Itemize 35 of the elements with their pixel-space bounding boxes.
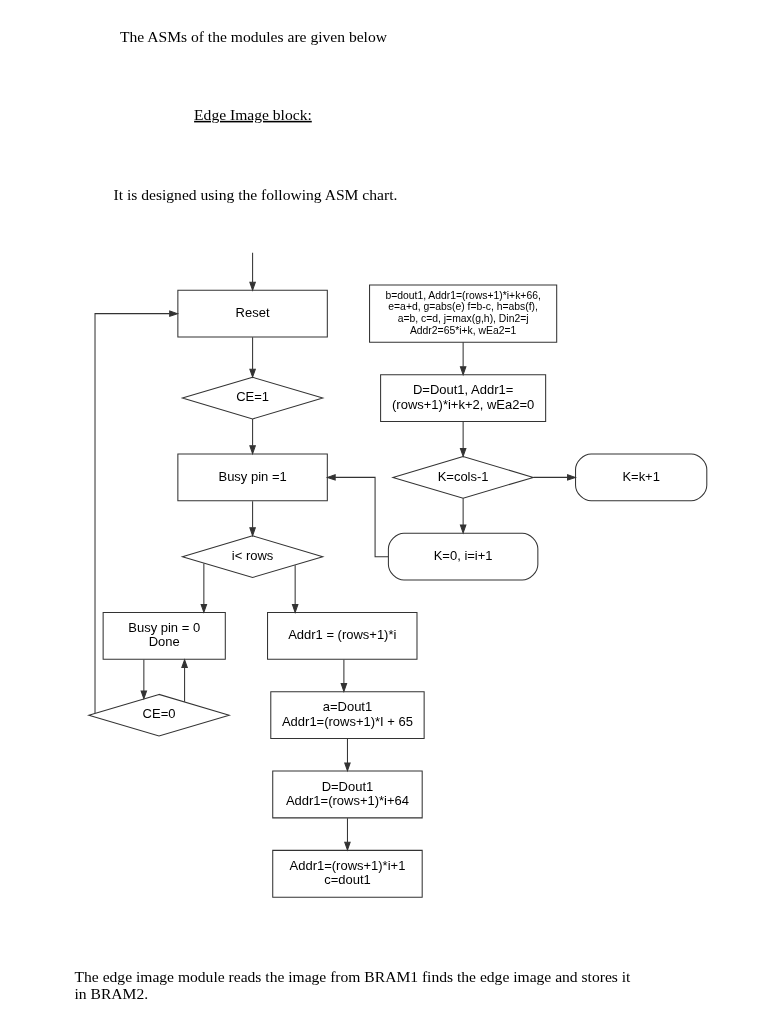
arrow (180, 658, 188, 703)
label: The ASMs of the modules are given below (119, 27, 387, 45)
label: Edge Image block: (193, 105, 312, 123)
label: It is designed using the following ASM chart. (113, 186, 397, 204)
node-box: Addr1 = (rows+1)*i (266, 612, 417, 660)
arrow (248, 500, 256, 538)
node-diamond: CE=0 (86, 693, 231, 737)
arrow (459, 341, 467, 377)
arrow (343, 738, 351, 773)
arrow (248, 252, 256, 292)
node-box: Addr1=(rows+1)*i+1 c=dout1 (271, 849, 423, 898)
arrow (248, 336, 256, 379)
arrow (248, 418, 256, 456)
node-diamond: K=cols-1 (390, 456, 535, 499)
arrow (94, 310, 179, 714)
node-box: Reset (176, 289, 328, 338)
node-box: Busy pin = 0 Done (102, 612, 226, 660)
node-box: D=Dout1, Addr1= (rows+1)*i+k+2, wEa2=0 (379, 374, 546, 422)
arrow (199, 562, 207, 614)
arrow (339, 659, 347, 693)
node-box: K=k+1 (574, 453, 707, 502)
arrow (459, 421, 467, 458)
arrow (343, 817, 351, 852)
label: The edge image module reads the image from BRAM1 finds the edge image and stores it in BRAM2. (74, 968, 630, 1003)
node-box: b=dout1, Addr1=(rows+1)*i+k+66, e=a+d, g=abs(e) f=b-c, h=abs(f), a=b, c=d, j=max(g,h), Din2=j Addr2=65*i+k, wEa2=1 (368, 284, 557, 343)
node-box: a=Dout1 Addr1=(rows+1)*I + 65 (269, 691, 425, 740)
node-box: D=Dout1 Addr1=(rows+1)*i+64 (271, 770, 423, 819)
node-box: K=0, i=i+1 (387, 532, 538, 581)
node-diamond: CE=1 (180, 376, 325, 420)
node-diamond: i< rows (180, 535, 325, 578)
arrow (139, 659, 147, 701)
arrow (459, 497, 467, 535)
arrow (532, 473, 577, 481)
node-box: Busy pin =1 (176, 453, 328, 502)
arrow (291, 564, 299, 614)
